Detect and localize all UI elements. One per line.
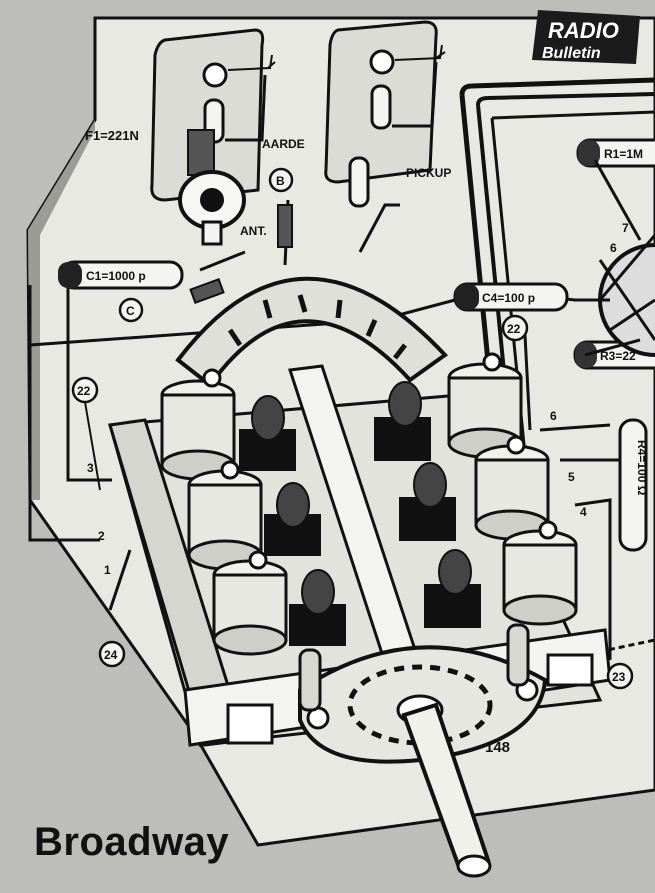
callout-c-text: C [126, 304, 135, 318]
marker-22-left: 22 [71, 376, 101, 491]
terminal-3: 3 [87, 461, 94, 475]
coil-right-3 [502, 520, 578, 626]
marker-23-text: 23 [612, 670, 626, 684]
trimmer-6 [424, 549, 481, 628]
chassis-edge [28, 120, 95, 500]
label-r3: R3=22 [600, 349, 636, 363]
marker-22-right-text: 22 [507, 322, 521, 336]
choke-c [189, 278, 225, 304]
switch-shaft [396, 694, 492, 878]
label-r1: R1=1M [604, 147, 643, 161]
capacitor-c4 [453, 282, 569, 312]
coil-left-1 [160, 368, 236, 481]
resistor-r4 [618, 418, 648, 552]
antenna-socket-top [202, 62, 228, 88]
radio-bulletin-logo: RADIO Bulletin [532, 10, 640, 64]
label-ant: ANT. [240, 224, 267, 238]
trimmer-2 [264, 482, 321, 556]
resistor-r1 [576, 138, 655, 168]
label-r4: R4=100 Ω [635, 440, 649, 496]
label-c4: C4=100 p [482, 291, 535, 305]
antenna-panel [150, 28, 276, 246]
coil-right-1 [447, 352, 523, 459]
label-aarde: AARDE [262, 137, 305, 151]
coil-left-3 [212, 550, 288, 656]
callout-c: C [118, 297, 144, 323]
terminal-6-upper: 6 [610, 241, 617, 255]
trimmers [239, 381, 481, 646]
label-148: 148 [485, 739, 510, 756]
terminal-6-lower: 6 [550, 409, 557, 423]
callout-b: B [268, 167, 294, 193]
label-pickup: PICKUP [406, 166, 451, 180]
screw-thread [187, 129, 215, 176]
terminal-2: 2 [98, 529, 105, 543]
marker-23: 23 [606, 662, 634, 690]
marker-22-right: 22 [501, 314, 529, 342]
ground-symbol [227, 54, 276, 71]
label-c1: C1=1000 p [86, 269, 146, 283]
terminal-5: 5 [568, 470, 575, 484]
logo-line1: RADIO [548, 18, 619, 43]
label-f1: F1=221N [85, 128, 139, 143]
trimmer-3 [289, 569, 346, 646]
marker-22-left-text: 22 [77, 384, 91, 398]
coil-left-2 [187, 460, 263, 571]
marker-24: 24 [98, 640, 126, 668]
capacitor-c1 [58, 260, 184, 290]
terminal-4: 4 [580, 505, 587, 519]
logo-line2: Bulletin [542, 45, 601, 62]
marker-24-text: 24 [104, 648, 118, 662]
caption-title: Broadway [34, 820, 230, 864]
trimmer-1 [239, 395, 296, 471]
callout-b-text: B [276, 174, 285, 188]
trimmer-4 [374, 381, 431, 461]
terminal-7: 7 [622, 221, 629, 235]
terminal-1: 1 [104, 563, 111, 577]
choke-b [277, 204, 293, 248]
wafer-switch [175, 276, 449, 388]
trimmer-5 [399, 462, 456, 541]
pickup-panel [324, 20, 446, 208]
coil-right-2 [474, 435, 550, 541]
coils [160, 352, 578, 656]
